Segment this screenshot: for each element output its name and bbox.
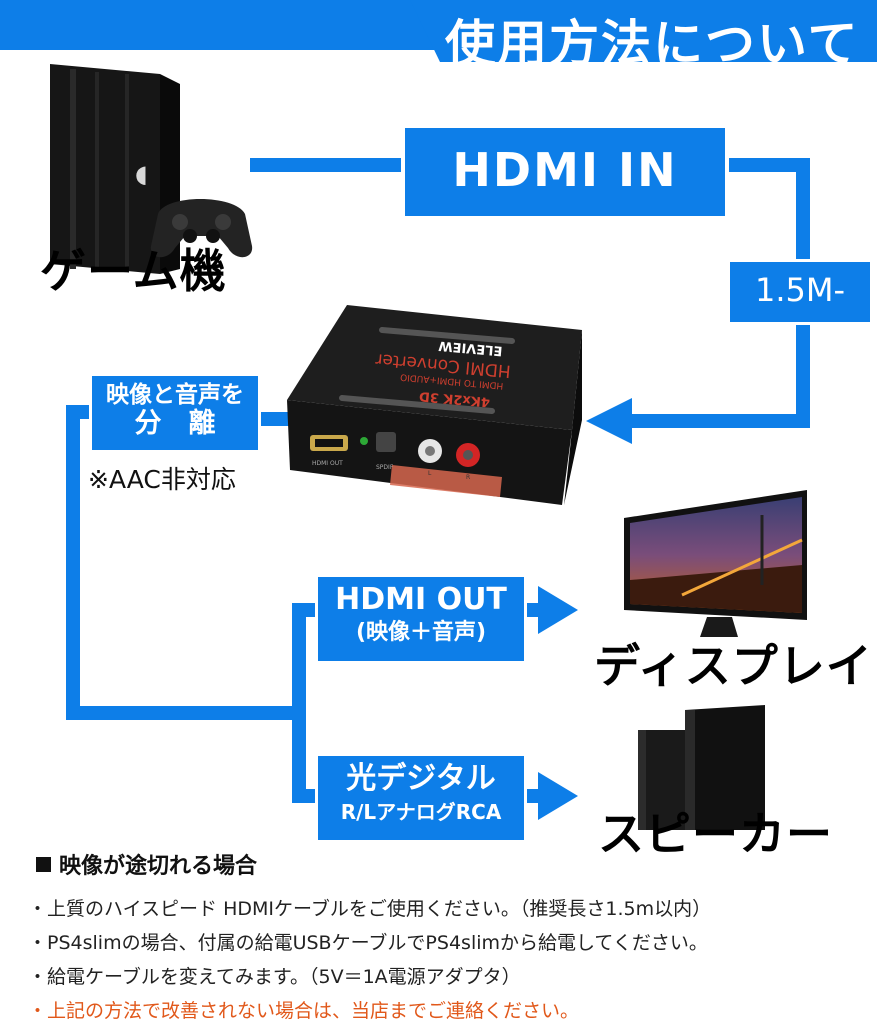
- hdmi-in-label: HDMI IN: [452, 143, 678, 197]
- display-heading: ディスプレイ: [594, 639, 873, 693]
- cable-length-label: 1.5M-: [754, 271, 846, 309]
- device-port-l: L: [428, 470, 432, 477]
- connector-vertical-left: [66, 405, 80, 720]
- device-port-r: R: [466, 474, 470, 481]
- device-port-hdmi: HDMI OUT: [312, 460, 343, 467]
- arrow-to-speaker: [538, 772, 578, 820]
- game-console-heading: ゲーム機: [40, 244, 227, 298]
- separate-box: 映像と音声を 分 離: [89, 373, 261, 453]
- notes-section: 映像が途切れる場合 ・上質のハイスピード HDMIケーブルをご使用ください。（推…: [28, 848, 858, 1023]
- aac-note: ※AAC非対応: [88, 465, 236, 494]
- notes-item: ・PS4slimの場合、付属の給電USBケーブルでPS4slimから給電してくだ…: [28, 932, 708, 954]
- hdmi-in-box: HDMI IN: [401, 124, 729, 220]
- notes-warning: ・上記の方法で改善されない場合は、当店までご連絡ください。: [28, 1000, 580, 1022]
- connector-hdmi-in-right: [700, 158, 810, 172]
- connector-game-to-hdmi-in: [250, 158, 420, 172]
- game-console-image: ◖: [50, 64, 253, 274]
- arrow-to-display: [538, 586, 578, 634]
- connector-to-device: [630, 414, 810, 428]
- speaker-heading: スピーカー: [598, 807, 833, 861]
- optical-line1: 光デジタル: [346, 761, 496, 796]
- hdmi-out-line2: (映像＋音声): [355, 619, 487, 645]
- connector-left-bottom: [66, 706, 306, 720]
- connector-branch-vertical: [292, 603, 306, 803]
- notes-square-icon: [36, 856, 51, 872]
- optical-line2: R/LアナログRCA: [340, 799, 502, 824]
- hdmi-out-box: HDMI OUT (映像＋音声): [315, 574, 527, 664]
- optical-box: 光デジタル R/LアナログRCA: [315, 753, 527, 843]
- hdmi-out-line1: HDMI OUT: [335, 582, 507, 617]
- separate-line2: 分 離: [134, 408, 216, 440]
- device-spec-text: 4Kx2K 3D: [418, 388, 490, 409]
- notes-heading-row: 映像が途切れる場合: [28, 848, 858, 880]
- arrow-into-device: [586, 398, 632, 444]
- separate-line1: 映像と音声を: [106, 382, 244, 408]
- header-banner: 使用方法について: [0, 0, 877, 73]
- display-image: [624, 490, 807, 637]
- svg-text:◖: ◖: [135, 160, 148, 188]
- cable-length-box: 1.5M-: [727, 259, 873, 325]
- banner-shape: [0, 0, 877, 62]
- notes-item: ・上質のハイスピード HDMIケーブルをご使用ください。（推奨長さ1.5m以内）: [28, 898, 712, 920]
- svg-text:ELEVIEW: ELEVIEW: [438, 337, 503, 358]
- speaker-image: [638, 705, 765, 830]
- notes-item: ・給電ケーブルを変えてみます。（5V＝1A電源アダプタ）: [28, 966, 521, 988]
- connector-device-left: [252, 412, 292, 426]
- banner-title: 使用方法について: [445, 15, 860, 73]
- notes-title: 映像が途切れる場合: [59, 854, 258, 879]
- device-port-spdif: SPDIF: [376, 464, 394, 471]
- converter-device-image: 4Kx2K 3D HDMI TO HDMI+AUDIO HDMI Convert…: [287, 305, 582, 505]
